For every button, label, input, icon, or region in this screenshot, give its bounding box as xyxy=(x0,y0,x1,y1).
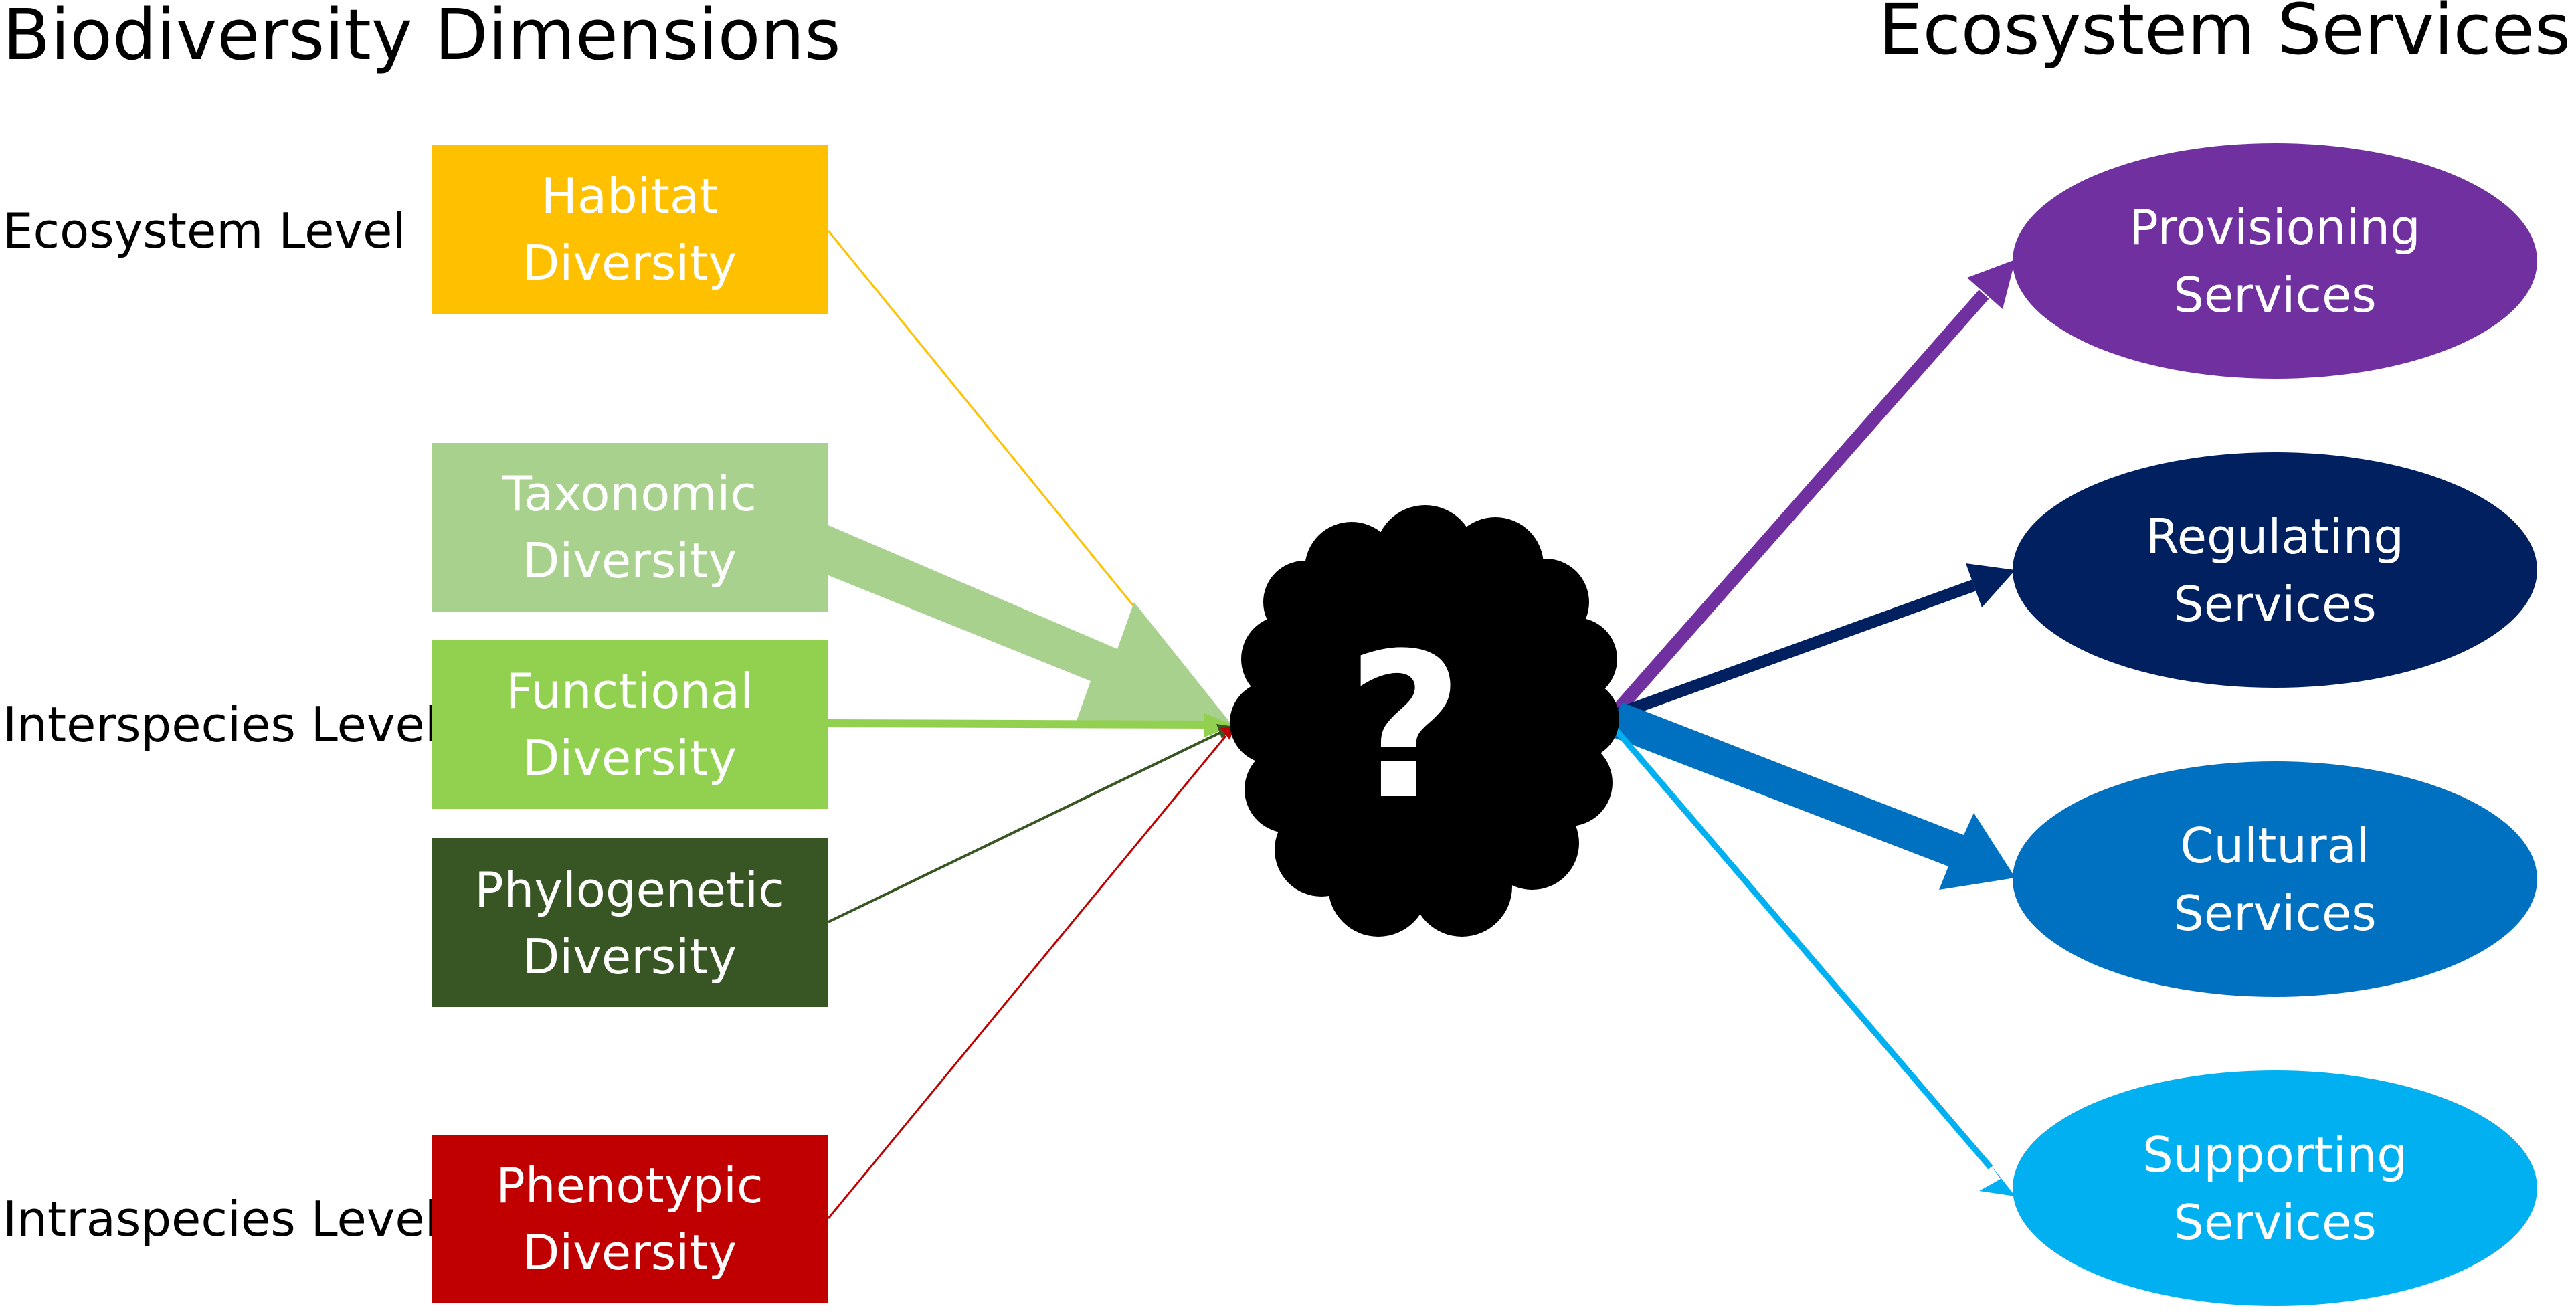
phylogenetic-arrow xyxy=(828,729,1225,923)
cultural-arrow xyxy=(1606,702,2015,890)
supporting-arrow xyxy=(1610,724,1993,1169)
provisioning-label-line2: Services xyxy=(2173,267,2377,323)
regulating-ellipse xyxy=(2013,452,2537,688)
interspecies-level-label: Interspecies Level xyxy=(3,696,438,753)
phenotypic-arrow xyxy=(827,735,1227,1219)
phenotypic-box xyxy=(432,1135,828,1303)
service-arrows xyxy=(1606,260,2015,1196)
dimension-box-functional: Functional Diversity xyxy=(432,640,828,809)
functional-box xyxy=(432,640,828,809)
cultural-label-line1: Cultural xyxy=(2180,818,2370,874)
supporting-label-line1: Supporting xyxy=(2142,1127,2407,1183)
unknown-cloud: ? xyxy=(1230,505,1619,937)
functional-label-line1: Functional xyxy=(506,663,753,719)
taxonomic-label-line2: Diversity xyxy=(523,533,737,589)
functional-label-line2: Diversity xyxy=(523,730,737,786)
dimension-box-phenotypic: Phenotypic Diversity xyxy=(432,1135,828,1303)
taxonomic-box xyxy=(432,443,828,612)
dimension-box-taxonomic: Taxonomic Diversity xyxy=(432,443,828,612)
dimension-arrows xyxy=(827,230,1234,1219)
taxonomic-arrow xyxy=(828,525,1234,728)
cultural-label-line2: Services xyxy=(2173,885,2377,941)
question-mark: ? xyxy=(1347,610,1463,844)
right-heading: Ecosystem Services xyxy=(1879,0,2571,70)
supporting-ellipse xyxy=(2013,1070,2537,1306)
phenotypic-label-line2: Diversity xyxy=(523,1224,737,1281)
cloud-icon xyxy=(1230,505,1619,937)
regulating-label-line1: Regulating xyxy=(2146,508,2404,565)
habitat-label-line1: Habitat xyxy=(541,168,719,224)
phylogenetic-box xyxy=(432,838,828,1007)
phenotypic-label-line1: Phenotypic xyxy=(496,1157,763,1214)
taxonomic-label-line1: Taxonomic xyxy=(502,466,757,522)
service-supporting: Supporting Services xyxy=(2013,1070,2537,1306)
regulating-arrow xyxy=(1610,579,1976,722)
left-heading: Biodiversity Dimensions xyxy=(3,0,841,76)
service-provisioning: Provisioning Services xyxy=(2013,143,2537,379)
habitat-box xyxy=(432,145,828,314)
service-cultural: Cultural Services xyxy=(2013,761,2537,997)
provisioning-arrow xyxy=(1607,290,1989,721)
ecosystem-level-label: Ecosystem Level xyxy=(3,203,405,259)
phylogenetic-label-line2: Diversity xyxy=(523,929,737,985)
intraspecies-level-label: Intraspecies Level xyxy=(3,1191,438,1247)
regulating-label-line2: Services xyxy=(2173,576,2377,632)
cultural-ellipse xyxy=(2013,761,2537,997)
functional-arrow xyxy=(828,719,1212,729)
supporting-label-line2: Services xyxy=(2173,1194,2377,1250)
provisioning-ellipse xyxy=(2013,143,2537,379)
dimension-box-habitat: Habitat Diversity xyxy=(432,145,828,314)
dimension-box-phylogenetic: Phylogenetic Diversity xyxy=(432,838,828,1007)
provisioning-label-line1: Provisioning xyxy=(2129,199,2420,256)
service-regulating: Regulating Services xyxy=(2013,452,2537,688)
habitat-label-line2: Diversity xyxy=(523,235,737,291)
phylogenetic-label-line1: Phylogenetic xyxy=(474,862,784,918)
